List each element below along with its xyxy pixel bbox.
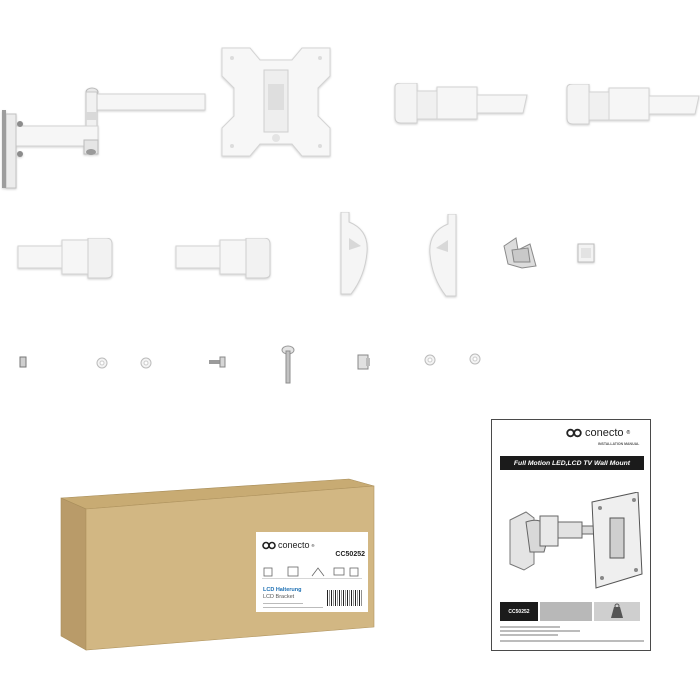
manual-fine-print-line-2 — [500, 630, 580, 632]
short-screw — [208, 356, 226, 368]
manual-fine-print-line-3 — [500, 634, 558, 636]
box-brand-text: conecto — [278, 540, 310, 550]
box-title-german: LCD Halterung — [263, 587, 302, 593]
arm-joint-1 — [393, 83, 529, 125]
manual-product-illustration — [504, 492, 644, 592]
vesa-mounting-plate — [220, 46, 332, 158]
manual-title: Full Motion LED,LCD TV Wall Mount — [500, 456, 644, 470]
manual-fine-print-line-1 — [500, 626, 560, 628]
box-brand-logo: conecto® — [262, 540, 314, 550]
wall-hook-right — [426, 214, 458, 298]
box-spec-icons — [262, 564, 362, 582]
manual-brand-mark: ® — [626, 430, 631, 436]
manual-spec-block — [540, 602, 592, 621]
end-cap — [577, 243, 595, 263]
arm-joint-3 — [16, 238, 114, 280]
box-label: conecto® CC50252 LCD Halterung LCD Brack… — [256, 532, 368, 612]
box-title-english: LCD Bracket — [263, 594, 295, 600]
box-model-number: CC50252 — [335, 551, 365, 558]
manual-subtitle: INSTALLATION MANUAL — [598, 442, 640, 446]
arm-joint-4 — [174, 238, 272, 280]
manual-footer-bar: CC50252 — [500, 602, 644, 621]
manual-fine-print-line-4 — [500, 640, 644, 642]
manual-brand-text: conecto — [585, 427, 624, 439]
level-bracket — [500, 236, 540, 270]
wall-hook-left — [339, 212, 371, 296]
washer-3 — [424, 354, 436, 366]
arm-joint-2 — [565, 84, 700, 126]
washer-1 — [96, 357, 108, 369]
spacer-nut — [356, 352, 372, 372]
brand-infinity-icon — [262, 541, 276, 549]
manual-brand-logo: conecto® — [566, 427, 630, 439]
washer-2 — [140, 357, 152, 369]
brand-infinity-icon — [566, 428, 582, 438]
nut — [19, 356, 27, 368]
washer-4 — [469, 353, 481, 365]
swing-arm-assembly — [0, 84, 210, 190]
box-fine-print-line-2 — [263, 607, 323, 608]
manual-model-badge: CC50252 — [500, 602, 538, 621]
long-bolt — [281, 345, 295, 385]
box-brand-mark: ® — [311, 542, 315, 548]
box-barcode — [327, 590, 363, 606]
manual-weight-block — [594, 602, 640, 621]
box-fine-print-line-1 — [263, 603, 303, 604]
weight-icon — [611, 603, 623, 618]
installation-manual: conecto® INSTALLATION MANUAL Full Motion… — [491, 419, 651, 651]
